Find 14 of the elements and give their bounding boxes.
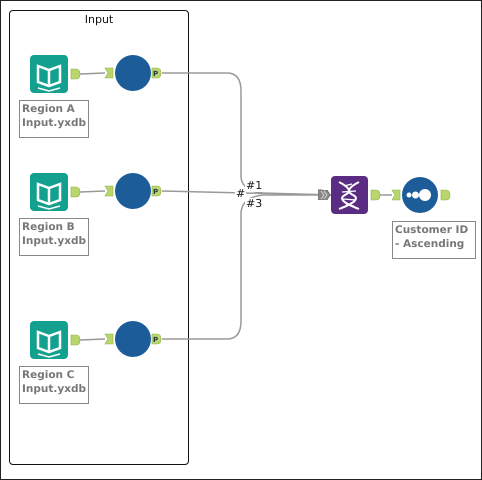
annotation-box: Region B Input.yxdb: [19, 218, 89, 256]
annotation-box: Customer ID - Ascending: [392, 221, 476, 259]
annotation-box: Region A Input.yxdb: [19, 100, 89, 138]
container-title: Input: [84, 13, 114, 26]
annotation-box: Region C Input.yxdb: [19, 366, 89, 404]
connector: [380, 194, 392, 196]
container-box: [9, 10, 189, 465]
connector: [80, 72, 106, 75]
edge-label: #1: [245, 180, 264, 192]
connector: [80, 338, 106, 341]
connector: [80, 190, 106, 193]
connector: [162, 190, 331, 340]
edge-label: #: [235, 188, 246, 200]
edge-label: #3: [245, 198, 264, 210]
